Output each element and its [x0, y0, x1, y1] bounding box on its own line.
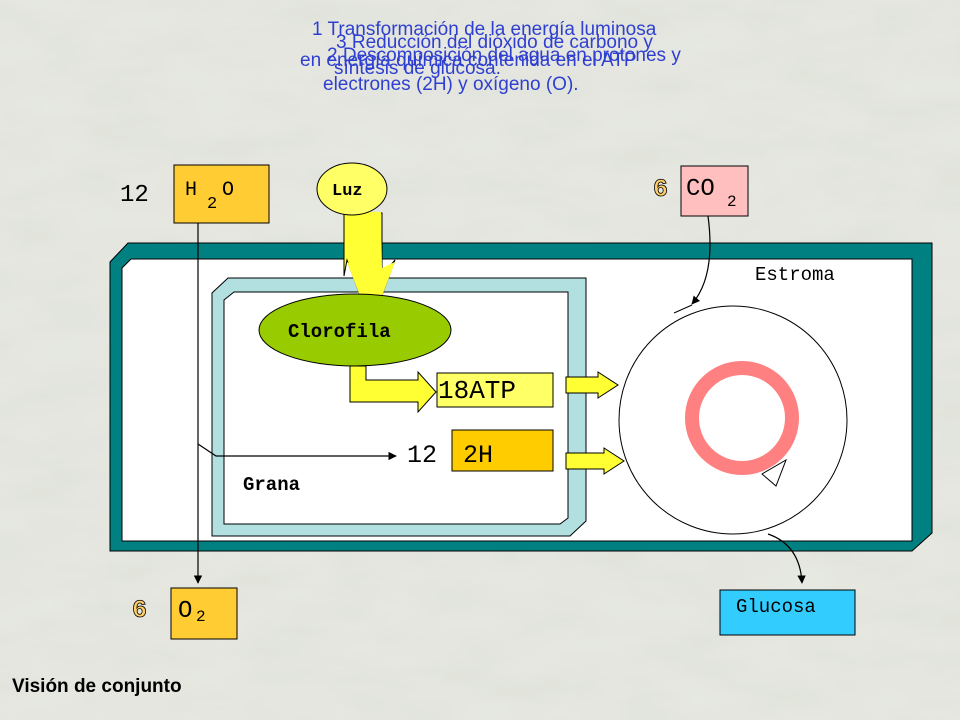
- chlorophyll-to-atp-arrow: [349, 365, 437, 414]
- hydrogen-to-cycle-arrow: [565, 447, 625, 475]
- cycle-to-glucose-arrow: [767, 533, 806, 584]
- calvin-ring: [685, 361, 799, 475]
- step1-line1: 1 Transformación de la energía luminosa: [312, 19, 657, 40]
- co2-formula: CO: [686, 176, 715, 203]
- light-label: Luz: [332, 182, 363, 201]
- oxygen-coefficient: 6: [132, 596, 147, 625]
- calvin-cycle: [618, 305, 848, 535]
- co2-coefficient: 6: [653, 175, 668, 204]
- glucose-label: Glucosa: [736, 596, 816, 618]
- light-arrow-body: [347, 212, 395, 325]
- atp-label: 18ATP: [438, 376, 516, 406]
- hydrogen-label: 2H: [463, 441, 493, 470]
- calvin-outer-circle: [618, 305, 848, 535]
- oxygen-sub: 2: [196, 608, 206, 626]
- grana-label: Grana: [243, 474, 300, 496]
- hydrogen-coefficient: 12: [407, 441, 437, 470]
- water-formula-sub: 2: [207, 195, 217, 214]
- glucose-box: [719, 589, 856, 636]
- step3-line2: síntesis de glucosa.: [334, 58, 501, 79]
- atp-box: [436, 372, 554, 408]
- water-coefficient: 12: [120, 182, 149, 209]
- chlorophyll-label: Clorofila: [288, 321, 391, 343]
- light-bubble: [316, 162, 388, 216]
- co2-sub: 2: [727, 193, 737, 211]
- water-formula-h: H: [185, 179, 197, 202]
- water-formula-o: O: [222, 179, 234, 202]
- calvin-ring-arrowhead: [761, 458, 787, 487]
- step2-line1: 2 Descomposición del agua en protones y: [327, 45, 681, 66]
- step3-line1: 3 Reducción del dióxido de carbono y: [336, 32, 653, 53]
- atp-to-cycle-arrow: [565, 371, 619, 399]
- co2-box: [680, 165, 749, 217]
- hydrogen-box: [451, 429, 554, 472]
- water-box: [173, 164, 270, 224]
- step1-line2: en energía química contenida en el ATP: [300, 50, 637, 71]
- footer-caption: Visión de conjunto: [12, 676, 182, 697]
- water-to-hydrogen-arrow: [197, 443, 397, 461]
- co2-to-cycle-arrow: [691, 215, 711, 305]
- stroma-label: Estroma: [755, 264, 835, 286]
- step2-line2: electrones (2H) y oxígeno (O).: [323, 74, 579, 95]
- co2-entry-tick: [673, 304, 693, 314]
- oxygen-formula: O: [178, 598, 192, 625]
- oxygen-box: [170, 587, 238, 640]
